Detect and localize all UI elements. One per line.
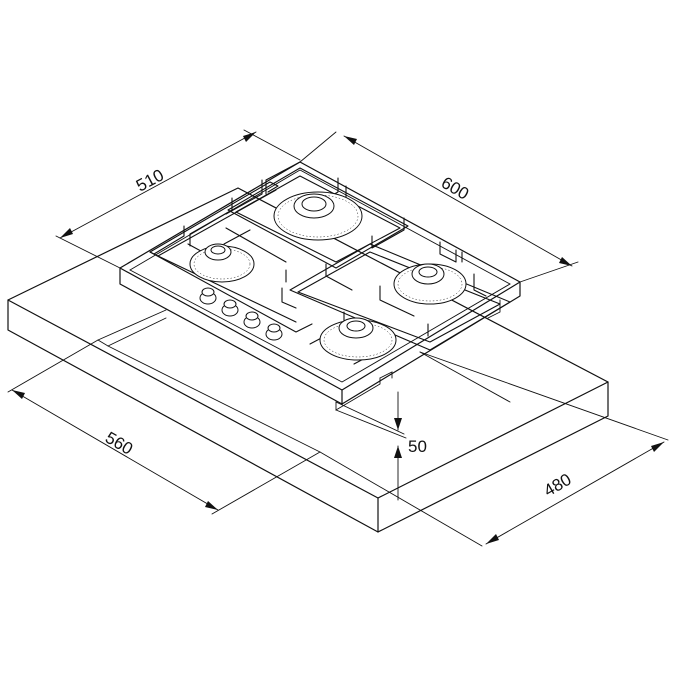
burner-front — [319, 317, 397, 361]
knob-1 — [199, 287, 217, 305]
dimension-height — [335, 391, 407, 501]
countertop — [7, 187, 609, 533]
countertop-cutout — [97, 309, 511, 453]
label-cutout-width: 560 — [102, 428, 136, 459]
hob — [119, 161, 521, 411]
burner-right — [393, 263, 467, 305]
control-knobs — [199, 287, 283, 341]
dimension-cutout-depth — [319, 351, 669, 547]
knob-4 — [265, 323, 283, 341]
burner-rear — [273, 191, 363, 241]
knob-3 — [243, 311, 261, 329]
dimension-top-depth — [55, 129, 301, 269]
label-height: 50 — [408, 437, 427, 456]
burner-left — [189, 243, 255, 283]
dimension-top-width — [299, 131, 579, 283]
knob-2 — [221, 299, 239, 317]
label-top-width: 600 — [438, 173, 472, 204]
dimension-cutout-width — [7, 339, 321, 515]
label-top-depth: 510 — [133, 165, 167, 195]
